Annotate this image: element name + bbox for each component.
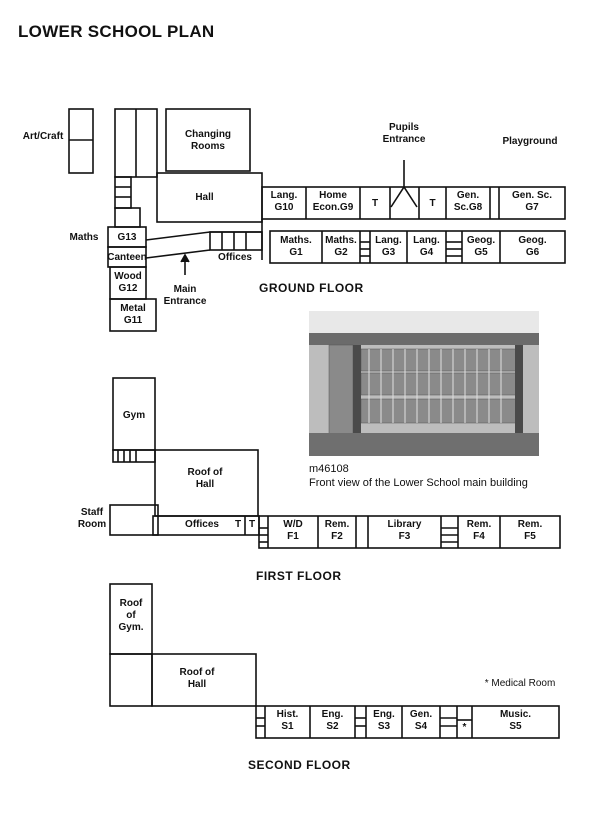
label-rem-f4: Rem. F4 xyxy=(466,519,492,542)
label-roof-hall-first: Roof of Hall xyxy=(187,467,223,490)
label-medical-note: * Medical Room xyxy=(484,678,556,689)
label-wd-f1: W/D F1 xyxy=(283,519,303,542)
label-wood-g12: Wood G12 xyxy=(114,271,142,294)
label-hist-s1: Hist. S1 xyxy=(276,709,299,732)
label-maths: Maths xyxy=(69,232,99,243)
second-floor-title: SECOND FLOOR xyxy=(248,758,351,772)
label-lang-g10: Lang. G10 xyxy=(270,190,298,213)
label-rem-f5: Rem. F5 xyxy=(517,519,543,542)
photo-caption-text: Front view of the Lower School main buil… xyxy=(309,477,528,489)
ground-upper-row xyxy=(261,186,566,220)
label-lang-g4: Lang. G4 xyxy=(413,235,440,258)
label-pupils-entrance: Pupils Entrance xyxy=(382,122,426,145)
label-t1: T xyxy=(371,198,379,209)
label-offices-first: Offices xyxy=(185,519,219,530)
label-offices-ground: Offices xyxy=(218,252,252,263)
label-geog-g6: Geog. G6 xyxy=(518,235,547,258)
first-row xyxy=(258,515,561,549)
label-changing-rooms: Changing Rooms xyxy=(184,129,232,152)
photo-caption: m46108 Front view of the Lower School ma… xyxy=(309,462,528,490)
label-staff-room: Staff Room xyxy=(77,507,107,530)
label-gen-sc-g7: Gen. Sc. G7 xyxy=(511,190,552,213)
label-main-entrance: Main Entrance xyxy=(163,284,207,307)
label-eng-s3: Eng. S3 xyxy=(373,709,395,732)
label-gen-sc-g8: Gen. Sc.G8 xyxy=(453,190,483,213)
second-row xyxy=(255,705,560,739)
label-g13: G13 xyxy=(117,232,137,243)
label-t2: T xyxy=(429,198,436,209)
label-maths-g2: Maths. G2 xyxy=(325,235,357,258)
label-first-t1: T xyxy=(234,519,242,530)
label-library-f3: Library F3 xyxy=(387,519,422,542)
label-geog-g5: Geog. G5 xyxy=(466,235,496,258)
offices-block xyxy=(209,231,263,251)
label-medical-star: * xyxy=(462,722,467,733)
photo-id: m46108 xyxy=(309,463,349,475)
label-roof-gym: Roof of Gym. xyxy=(118,598,144,633)
staff-room-block xyxy=(109,504,159,536)
label-hall: Hall xyxy=(195,192,214,203)
label-playground: Playground xyxy=(502,136,558,147)
changing-rooms-block xyxy=(165,108,251,172)
label-roof-hall-second: Roof of Hall xyxy=(179,667,215,690)
label-metal-g11: Metal G11 xyxy=(120,303,146,326)
label-music-s5: Music. S5 xyxy=(499,709,532,732)
label-maths-g1: Maths. G1 xyxy=(280,235,312,258)
label-canteen: Canteen xyxy=(107,252,147,263)
ground-floor-title: GROUND FLOOR xyxy=(259,281,364,295)
label-first-t2: T xyxy=(248,519,256,530)
ground-lower-row xyxy=(269,230,566,264)
building-photo xyxy=(309,311,539,456)
art-craft-block xyxy=(68,108,94,174)
label-eng-s2: Eng. S2 xyxy=(321,709,344,732)
label-rem-f2: Rem. F2 xyxy=(324,519,350,542)
page-title: LOWER SCHOOL PLAN xyxy=(18,22,215,41)
label-home-econ-g9: Home Econ.G9 xyxy=(312,190,354,213)
label-art-craft: Art/Craft xyxy=(22,131,64,142)
metal-block xyxy=(109,298,157,332)
first-floor-title: FIRST FLOOR xyxy=(256,569,342,583)
label-lang-g3: Lang. G3 xyxy=(375,235,402,258)
label-gen-s4: Gen. S4 xyxy=(409,709,433,732)
roof-hall-block-second xyxy=(151,653,257,707)
label-gym: Gym xyxy=(122,410,146,421)
